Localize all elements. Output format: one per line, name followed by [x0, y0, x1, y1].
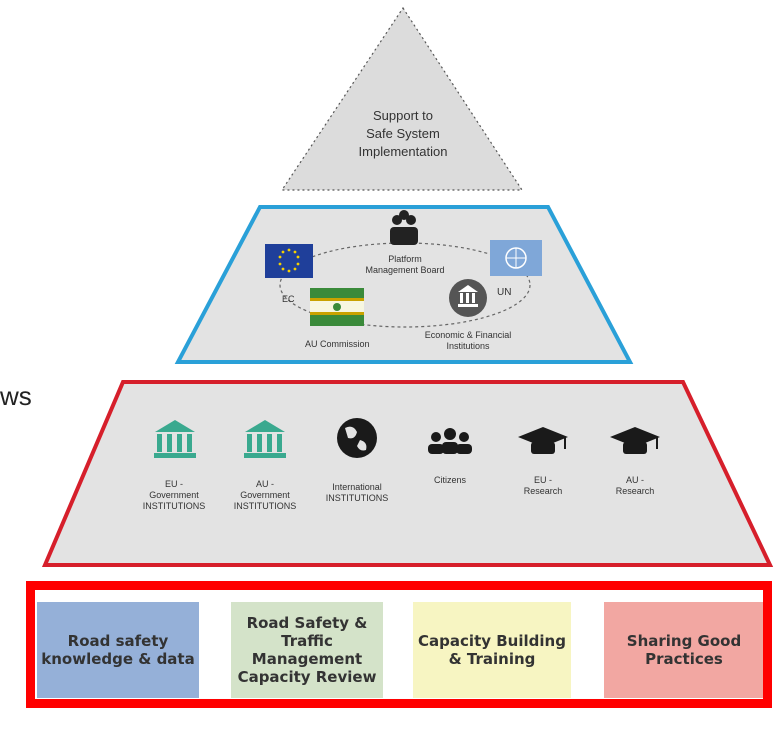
- base-label-au-gov-1: AU -: [256, 479, 274, 489]
- base-label-eu-gov-2: Government: [149, 490, 199, 500]
- eu-research-graduation-cap-icon: [518, 427, 568, 454]
- pillar-4-line-1: Sharing Good: [626, 632, 742, 650]
- au-research-graduation-cap-icon: [610, 427, 660, 454]
- eu-flag-icon: [265, 244, 313, 278]
- efi-label-line-2: Institutions: [446, 341, 490, 351]
- pillar-1-line-1: Road safety: [67, 632, 169, 650]
- base-label-intl-1: International: [332, 482, 382, 492]
- globe-icon: [337, 418, 377, 458]
- base-label-au-gov-3: INSTITUTIONS: [234, 501, 297, 511]
- pillar-1-line-2: knowledge & data: [41, 650, 195, 668]
- au-flag-icon: [310, 288, 364, 326]
- base-label-intl-2: INSTITUTIONS: [326, 493, 389, 503]
- board-label-line-1: Platform: [388, 254, 422, 264]
- citizens-people-icon: [428, 428, 472, 454]
- eu-government-building-icon: [154, 420, 196, 458]
- board-label-line-2: Management Board: [365, 265, 444, 275]
- base-label-eu-gov-1: EU -: [165, 479, 183, 489]
- pillar-2-line-2: Traffic: [281, 632, 333, 650]
- base-label-citizens: Citizens: [434, 475, 467, 485]
- base-tier-trapezoid: [41, 380, 774, 567]
- board-cycle-ring: [279, 242, 531, 328]
- ec-label: EC: [282, 294, 295, 304]
- au-commission-label: AU Commission: [305, 339, 370, 349]
- top-tier-line-2: Safe System: [366, 126, 440, 141]
- board-people-icon: [390, 210, 418, 245]
- pillars-frame: Road safety knowledge & data Road Safety…: [26, 581, 772, 708]
- top-tier-triangle: [280, 6, 524, 191]
- pillar-3-line-2: & Training: [448, 650, 536, 668]
- pillar-3-line-1: Capacity Building: [418, 632, 566, 650]
- top-tier-line-3: Implementation: [359, 144, 448, 159]
- pillar-sharing-good-practices: Sharing Good Practices: [604, 602, 763, 698]
- pillar-2-line-3: Management: [251, 650, 363, 668]
- un-flag-icon: [490, 240, 542, 276]
- top-tier-line-1: Support to: [373, 108, 433, 123]
- base-label-au-gov-2: Government: [240, 490, 290, 500]
- pillar-4-line-2: Practices: [645, 650, 723, 668]
- base-label-eu-research-1: EU -: [534, 475, 552, 485]
- efi-label-line-1: Economic & Financial: [425, 330, 512, 340]
- side-text-fragment: ws: [0, 381, 32, 411]
- financial-institution-icon: [449, 279, 487, 317]
- un-label: UN: [497, 287, 511, 298]
- pillar-2-line-1: Road Safety &: [246, 614, 368, 632]
- au-government-building-icon: [244, 420, 286, 458]
- pillar-traffic-management-review: Road Safety & Traffic Management Capacit…: [231, 602, 383, 698]
- pillar-capacity-building: Capacity Building & Training: [413, 602, 571, 698]
- base-label-au-research-1: AU -: [626, 475, 644, 485]
- pillar-2-line-4: Capacity Review: [237, 668, 377, 686]
- pillar-road-safety-knowledge: Road safety knowledge & data: [37, 602, 199, 698]
- base-label-eu-gov-3: INSTITUTIONS: [143, 501, 206, 511]
- base-label-eu-research-2: Research: [524, 486, 563, 496]
- base-label-au-research-2: Research: [616, 486, 655, 496]
